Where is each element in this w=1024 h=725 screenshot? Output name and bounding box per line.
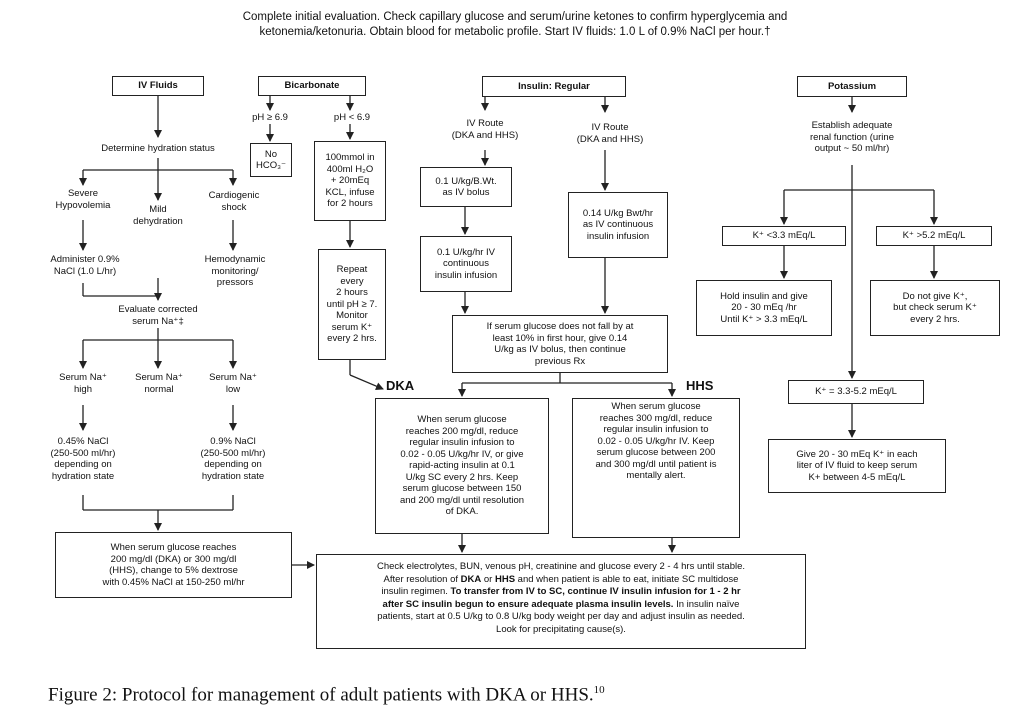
ph-ge-69-label: pH ≥ 6.9 [252, 112, 288, 123]
final-text-2: and when patient is able to eat, initiat… [381, 573, 739, 598]
hold-insulin-box: Hold insulin and give 20 - 30 mEq /hr Un… [696, 280, 832, 336]
iv-route-label-1: IV Route (DKA and HHS) [451, 118, 519, 141]
administer-nacl-label: Administer 0.9% NaCl (1.0 L/hr) [50, 254, 120, 277]
bicarbonate-dose-box: 100mmol in 400ml H₂O + 20mEq KCL, infuse… [314, 141, 386, 221]
mild-dehydration-label: Mild dehydration [133, 204, 183, 227]
iv-fluids-header: IV Fluids [112, 76, 204, 96]
establish-renal-label: Establish adequate renal function (urine… [810, 120, 894, 154]
insulin-regular-header: Insulin: Regular [482, 76, 626, 97]
nacl-045-label: 0.45% NaCl (250-500 ml/hr) depending on … [50, 436, 116, 482]
final-text-1: Check electrolytes, BUN, venous pH, crea… [376, 561, 746, 585]
potassium-low-box: K⁺ <3.3 mEq/L [722, 226, 846, 246]
caption-reference: 10 [593, 684, 605, 696]
nacl-09-label: 0.9% NaCl (250-500 ml/hr) depending on h… [200, 436, 266, 482]
potassium-header: Potassium [797, 76, 907, 97]
iv-route-label-2: IV Route (DKA and HHS) [576, 122, 644, 145]
header-line-2: ketonemia/ketonuria. Obtain blood for me… [259, 26, 771, 38]
dka-glucose-box: When serum glucose reaches 200 mg/dl, re… [375, 398, 549, 534]
final-text-3: In insulin naïve patients, start at 0.5 … [377, 598, 745, 635]
header-line-1: Complete initial evaluation. Check capil… [242, 11, 788, 23]
hhs-label: HHS [686, 378, 714, 393]
final-hhs: HHS [494, 573, 516, 585]
final-or: or [481, 573, 495, 585]
sodium-normal-label: Serum Na⁺ normal [135, 372, 183, 395]
bicarbonate-repeat-box: Repeat every 2 hours until pH ≥ 7. Monit… [318, 249, 386, 360]
severe-hypovolemia-label: Severe Hypovolemia [55, 188, 111, 211]
glucose-not-fall-box: If serum glucose does not fall by at lea… [452, 315, 668, 373]
insulin-infusion-box-1: 0.1 U/kg/hr IV continuous insulin infusi… [420, 236, 512, 292]
insulin-infusion-box-2: 0.14 U/kg Bwt/hr as IV continuous insuli… [568, 192, 668, 258]
potassium-high-box: K⁺ >5.2 mEq/L [876, 226, 992, 246]
determine-hydration-label: Determine hydration status [101, 143, 215, 154]
ph-lt-69-label: pH < 6.9 [333, 112, 371, 123]
potassium-normal-box: K⁺ = 3.3-5.2 mEq/L [788, 380, 924, 404]
insulin-bolus-box: 0.1 U/kg/B.Wt. as IV bolus [420, 167, 512, 207]
evaluate-sodium-label: Evaluate corrected serum Na⁺‡ [118, 304, 198, 327]
final-transfer-bold: To transfer from IV to SC, continue IV i… [382, 586, 741, 610]
initial-evaluation-text: Complete initial evaluation. Check capil… [140, 10, 890, 40]
sodium-high-label: Serum Na⁺ high [59, 372, 107, 395]
figure-caption: Figure 2: Protocol for management of adu… [48, 684, 605, 706]
hhs-glucose-box: When serum glucose reaches 300 mg/dl, re… [572, 398, 740, 538]
monitoring-transfer-box: Check electrolytes, BUN, venous pH, crea… [316, 554, 806, 649]
dextrose-change-box: When serum glucose reaches 200 mg/dl (DK… [55, 532, 292, 598]
sodium-low-label: Serum Na⁺ low [209, 372, 257, 395]
dextrose-change-text: When serum glucose reaches 200 mg/dl (DK… [102, 542, 245, 588]
cardiogenic-shock-label: Cardiogenic shock [208, 190, 260, 213]
final-dka: DKA [460, 573, 482, 585]
caption-text: Figure 2: Protocol for management of adu… [48, 684, 594, 706]
give-potassium-box: Give 20 - 30 mEq K⁺ in each liter of IV … [768, 439, 946, 493]
dka-label: DKA [386, 378, 415, 393]
no-bicarbonate-box: No HCO₃⁻ [250, 143, 292, 177]
hemodynamic-monitoring-label: Hemodynamic monitoring/ pressors [204, 254, 266, 288]
do-not-give-potassium-box: Do not give K⁺, but check serum K⁺ every… [870, 280, 1000, 336]
bicarbonate-header: Bicarbonate [258, 76, 366, 96]
